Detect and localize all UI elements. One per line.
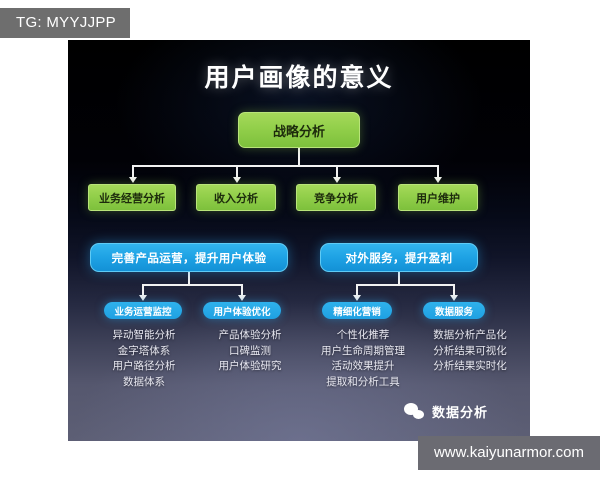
- detail-item: 数据体系: [123, 375, 165, 388]
- detail-item: 口碑监测: [229, 344, 271, 357]
- connector-b1-drop-2: [241, 284, 243, 295]
- arrow-down-7: [353, 295, 361, 301]
- telegram-watermark: TG: MYYJJPP: [0, 8, 130, 38]
- connector-b2-bus: [356, 284, 454, 286]
- url-watermark: www.kaiyunarmor.com: [417, 436, 600, 470]
- arrow-down-6: [238, 295, 246, 301]
- footer-logo: 数据分析: [404, 402, 488, 421]
- arrow-down-3: [333, 177, 341, 183]
- wechat-icon: [404, 402, 426, 421]
- connector-b2-drop-2: [453, 284, 455, 295]
- connector-drop-1: [132, 165, 134, 177]
- connector-drop-2: [236, 165, 238, 177]
- node-competition-analysis[interactable]: 竞争分析: [296, 184, 376, 211]
- detail-column-1: 异动智能分析 金字塔体系 用户路径分析 数据体系: [92, 328, 196, 390]
- node-business-operation-monitoring[interactable]: 业务运营监控: [104, 302, 182, 319]
- connector-b1-stem: [188, 272, 190, 285]
- detail-column-4: 数据分析产品化 分析结果可视化 分析结果实时化: [420, 328, 520, 375]
- connector-level2-bus: [132, 165, 438, 167]
- detail-item: 数据分析产品化: [433, 329, 507, 341]
- detail-item: 用户路径分析: [112, 360, 176, 372]
- arrow-down-1: [129, 177, 137, 183]
- detail-item: 分析结果可视化: [433, 344, 507, 357]
- arrow-down-2: [233, 177, 241, 183]
- connector-drop-3: [336, 165, 338, 177]
- detail-item: 用户生命周期管理: [321, 344, 405, 357]
- slide-panel: 用户画像的意义 战略分析 业务经营分析 收入分析 竞争分析 用户维护 完善产品运…: [68, 40, 530, 441]
- detail-item: 个性化推荐: [336, 329, 390, 341]
- connector-b2-drop-1: [356, 284, 358, 295]
- connector-b1-bus: [142, 284, 242, 286]
- detail-item: 金字塔体系: [117, 344, 171, 357]
- arrow-down-8: [450, 295, 458, 301]
- detail-item: 分析结果实时化: [433, 360, 507, 372]
- detail-column-3: 个性化推荐 用户生命周期管理 活动效果提升 提取和分析工具: [308, 328, 418, 390]
- arrow-down-5: [139, 295, 147, 301]
- detail-item: 提取和分析工具: [326, 375, 400, 388]
- node-revenue-analysis[interactable]: 收入分析: [196, 184, 276, 211]
- node-improve-product-operations[interactable]: 完善产品运营，提升用户体验: [90, 243, 288, 272]
- detail-column-2: 产品体验分析 口碑监测 用户体验研究: [200, 328, 300, 375]
- node-user-maintenance[interactable]: 用户维护: [398, 184, 478, 211]
- detail-item: 用户体验研究: [218, 360, 282, 372]
- node-data-service[interactable]: 数据服务: [423, 302, 485, 319]
- node-refined-marketing[interactable]: 精细化营销: [322, 302, 392, 319]
- detail-item: 活动效果提升: [331, 360, 395, 372]
- node-external-service-profit[interactable]: 对外服务，提升盈利: [320, 243, 478, 272]
- node-user-experience-optimization[interactable]: 用户体验优化: [203, 302, 281, 319]
- detail-item: 异动智能分析: [112, 329, 176, 341]
- node-business-operation-analysis[interactable]: 业务经营分析: [88, 184, 176, 211]
- footer-logo-label: 数据分析: [432, 406, 489, 421]
- connector-b1-drop-1: [142, 284, 144, 295]
- page-title: 用户画像的意义: [204, 63, 394, 92]
- detail-item: 产品体验分析: [218, 329, 282, 341]
- node-strategy-analysis[interactable]: 战略分析: [238, 112, 360, 148]
- arrow-down-4: [434, 177, 442, 183]
- connector-drop-4: [437, 165, 439, 177]
- connector-root-stem: [298, 148, 300, 166]
- connector-b2-stem: [398, 272, 400, 285]
